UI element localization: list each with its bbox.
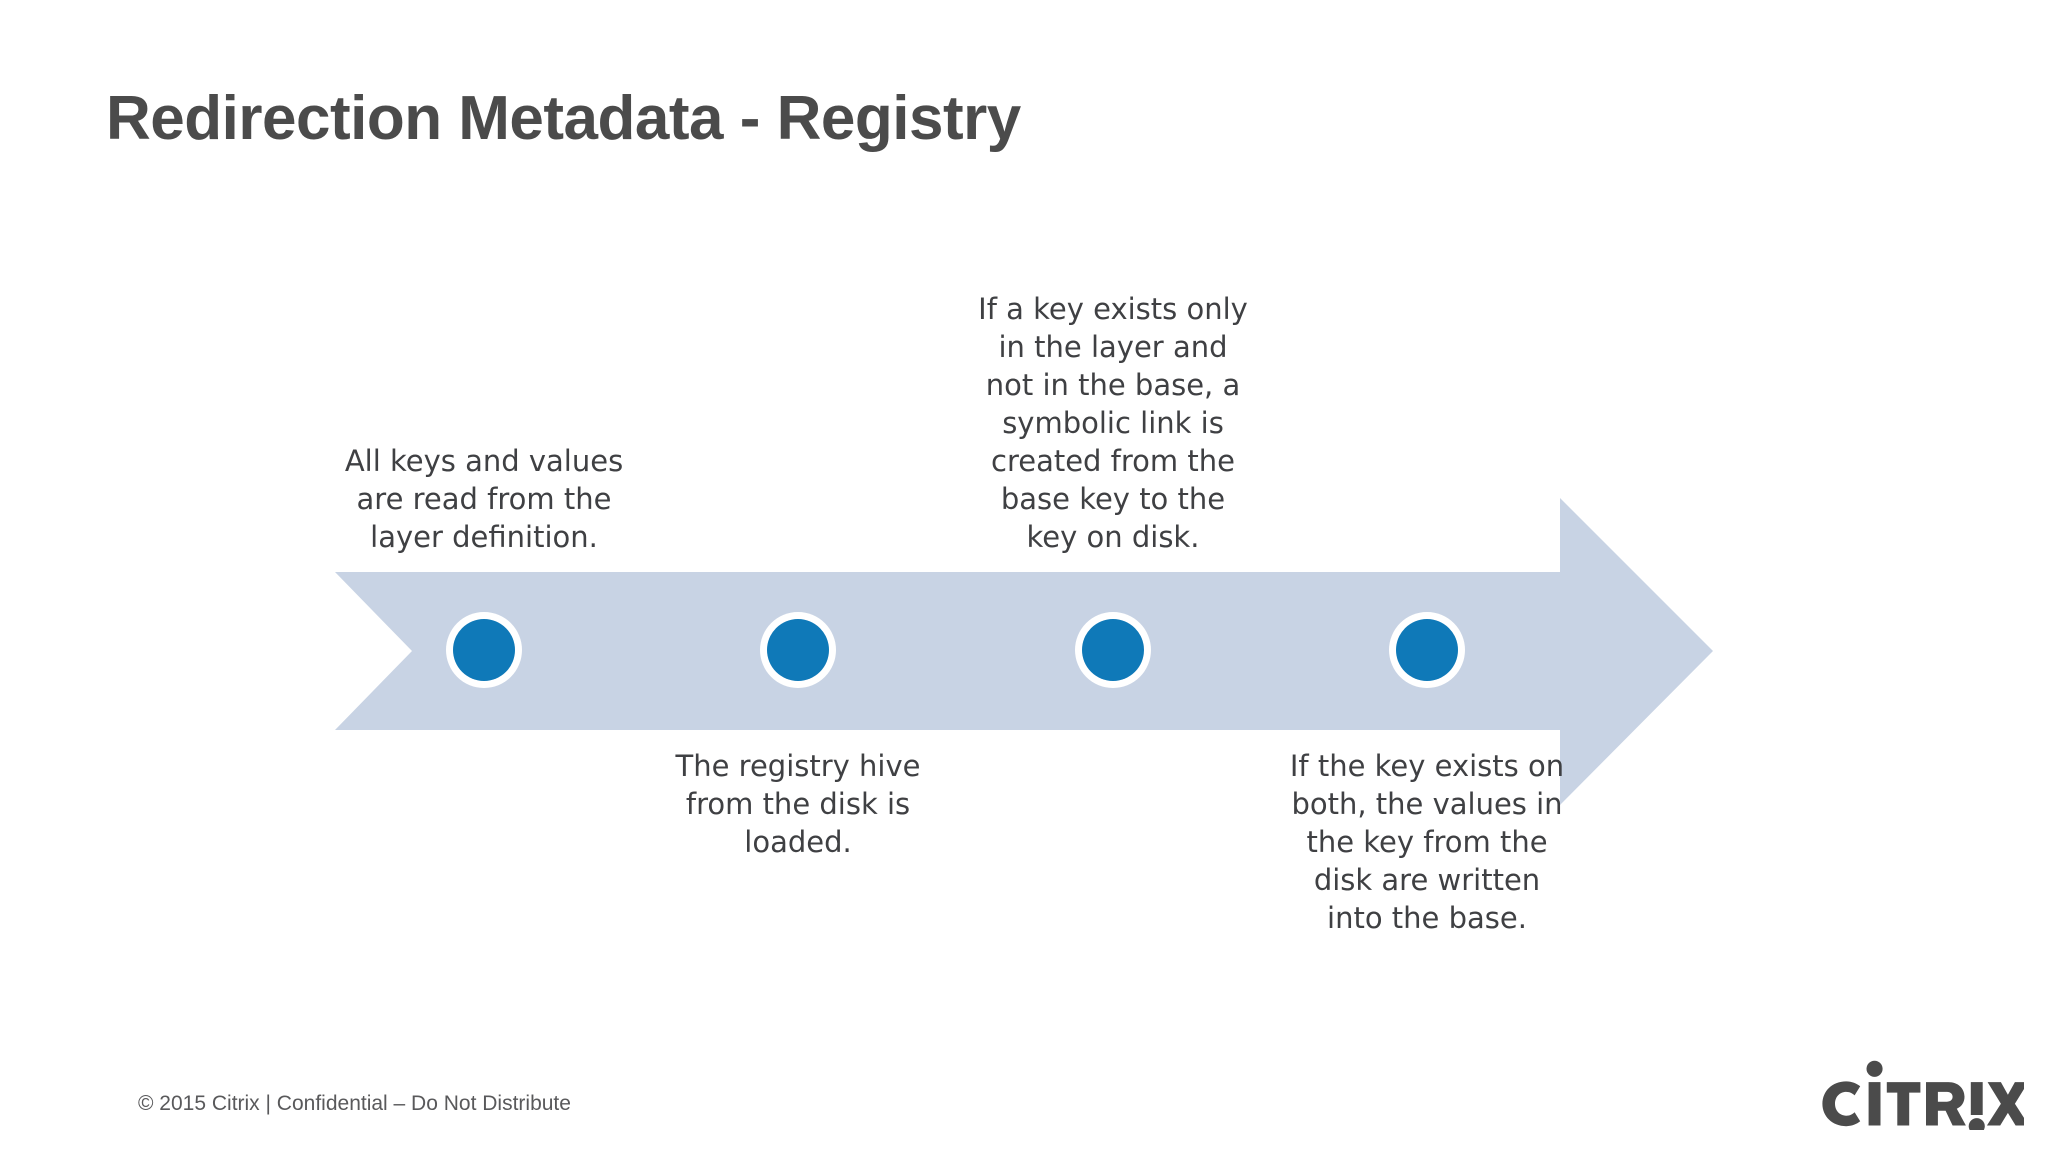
page-title: Redirection Metadata - Registry <box>106 84 1021 153</box>
footer-copyright: © 2015 Citrix | Confidential – Do Not Di… <box>138 1092 571 1115</box>
step-caption-2: The registry hive from the disk is loade… <box>675 749 921 859</box>
step-caption-4: If the key exists on both, the values in… <box>1289 749 1565 935</box>
step-caption-3: If a key exists only in the layer and no… <box>978 292 1248 554</box>
milestone-node-4[interactable] <box>1396 619 1458 681</box>
step-caption-1: All keys and values are read from the la… <box>344 444 624 554</box>
citrix-logo: ® <box>1814 1058 2024 1130</box>
milestone-node-3[interactable] <box>1082 619 1144 681</box>
citrix-wordmark-icon: ® <box>1822 1060 2024 1130</box>
milestone-node-1[interactable] <box>453 619 515 681</box>
milestone-node-2[interactable] <box>767 619 829 681</box>
